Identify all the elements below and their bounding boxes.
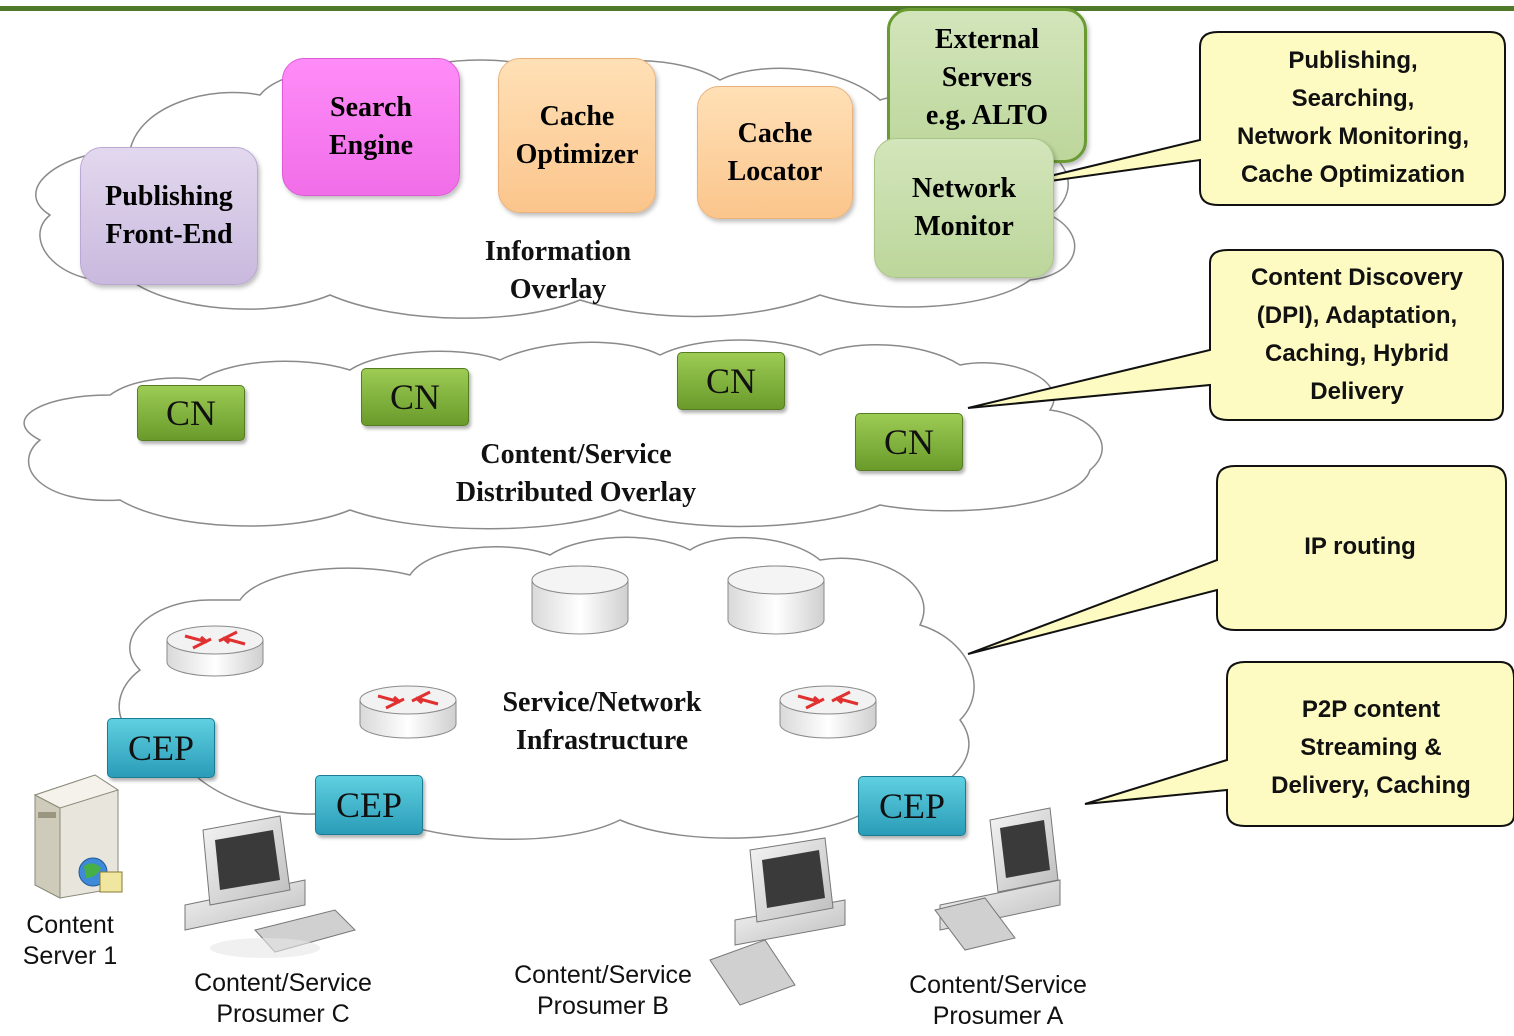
callout-p2p-bubble (1084, 661, 1514, 827)
router-icon (779, 685, 877, 739)
prosumer-a-label: Content/Service Prosumer A (909, 971, 1087, 1030)
cache-locator-label: Cache Locator (727, 117, 823, 187)
network-monitor-label: Network Monitor (911, 173, 1017, 242)
cep-node: CEP (858, 776, 966, 836)
callout-ip-bubble (967, 465, 1507, 655)
cn-node: CN (855, 413, 963, 471)
callout-info-text: Publishing, Searching, Network Monitorin… (1237, 46, 1469, 188)
search-engine-box: Search Engine (282, 58, 460, 196)
cache-optimizer-box: Cache Optimizer (498, 58, 656, 213)
cep-node: CEP (315, 775, 423, 835)
content-overlay-cloud (23, 339, 1103, 530)
computer-icon (709, 837, 846, 1006)
content-overlay-label: Content/Service Distributed Overlay (455, 439, 697, 508)
callout-content-bubble (967, 249, 1504, 421)
cn-node: CN (677, 352, 785, 410)
content-server-icon (33, 774, 123, 899)
publishing-front-end-label: Publishing Front-End (105, 181, 233, 250)
prosumer-b-label: Content/Service Prosumer B (514, 961, 692, 1020)
content-server-label: Content Server 1 (22, 911, 118, 970)
computer-icon (184, 815, 356, 958)
publishing-front-end-box: Publishing Front-End (80, 147, 258, 285)
search-engine-label: Search Engine (328, 92, 414, 161)
network-monitor-box: Network Monitor (874, 138, 1054, 278)
cn-node: CN (361, 368, 469, 426)
router-icon (359, 685, 457, 739)
callout-p2p-text: P2P content Streaming & Delivery, Cachin… (1271, 696, 1471, 799)
external-servers-label: External Servers e.g. ALTO (925, 24, 1049, 131)
prosumer-c-label: Content/Service Prosumer C (194, 969, 372, 1028)
external-servers-box: External Servers e.g. ALTO (887, 8, 1087, 163)
storage-cylinder-icon (727, 565, 825, 635)
router-icon (166, 625, 264, 677)
cn-node: CN (137, 385, 245, 441)
cep-node: CEP (107, 718, 215, 778)
storage-cylinder-icon (531, 565, 629, 635)
computer-icon (934, 807, 1061, 951)
top-rule (0, 6, 1514, 11)
cache-locator-box: Cache Locator (697, 86, 853, 219)
callout-content-text: Content Discovery (DPI), Adaptation, Cac… (1250, 264, 1464, 405)
information-overlay-label: Information Overlay (484, 236, 632, 305)
cache-optimizer-label: Cache Optimizer (515, 100, 639, 170)
callout-ip-text: IP routing (1304, 533, 1416, 560)
infrastructure-label: Service/Network Infrastructure (502, 687, 702, 756)
callout-info-bubble (999, 31, 1506, 206)
